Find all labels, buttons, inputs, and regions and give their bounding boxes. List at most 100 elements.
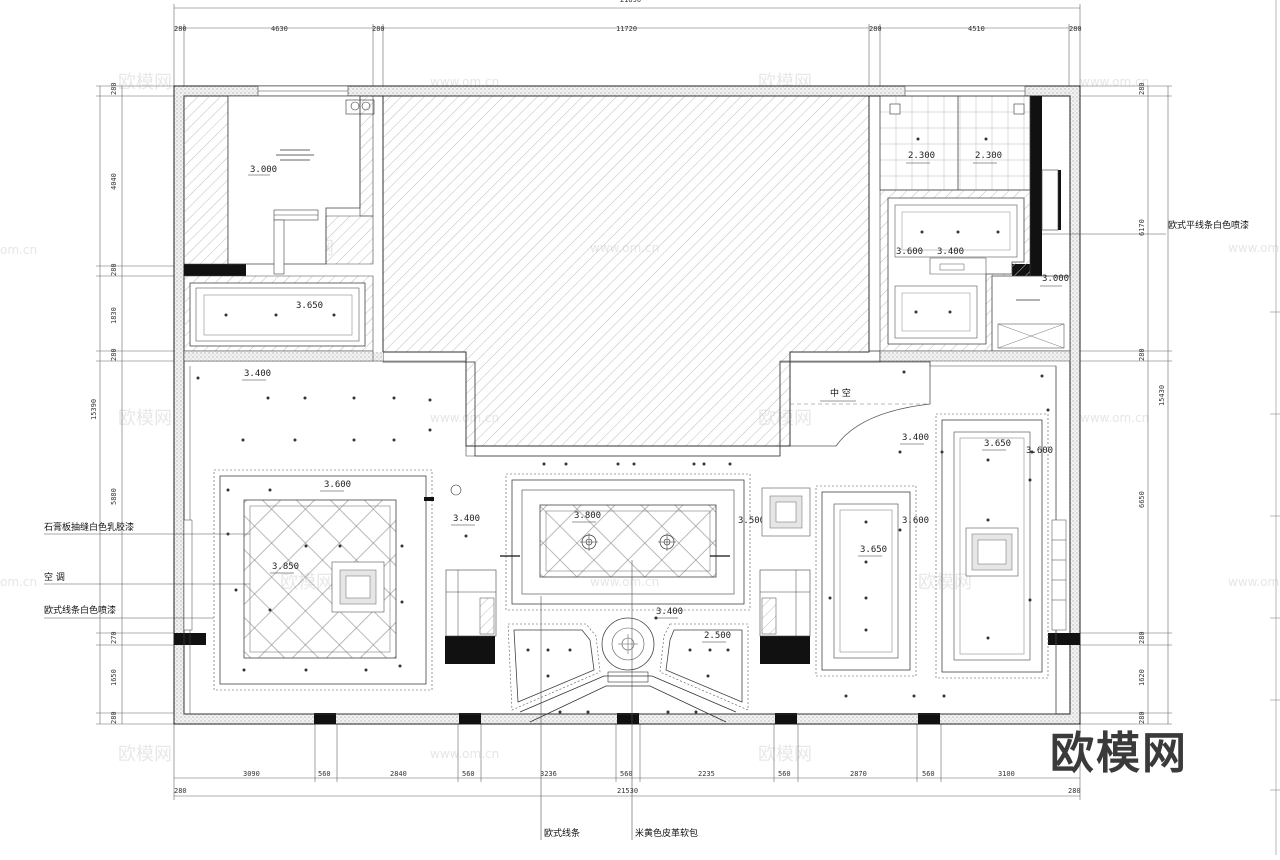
dim-bottom-11: 3100 bbox=[998, 770, 1015, 778]
dim-bottom-8: 560 bbox=[778, 770, 791, 778]
dim-bottom-7: 2235 bbox=[698, 770, 715, 778]
level-2500: 2.500 bbox=[704, 631, 731, 641]
dim-right-7: 280 bbox=[1138, 711, 1146, 724]
right-wall-strip bbox=[183, 519, 1067, 631]
watermark-url: om.cn bbox=[0, 575, 37, 589]
watermark-text: 欧模网 bbox=[918, 572, 972, 593]
dim-left-total: 15390 bbox=[90, 399, 98, 420]
annotation-molding-spray: 欧式线条白色喷漆 bbox=[44, 604, 116, 616]
central-void bbox=[373, 95, 881, 457]
watermark-text: 欧模网 bbox=[758, 744, 812, 765]
dim-right-5: 280 bbox=[1138, 631, 1146, 644]
watermark-text: 欧模网 bbox=[118, 408, 172, 429]
annotation-leaders bbox=[44, 233, 1166, 840]
dim-left-8: 1650 bbox=[110, 669, 118, 686]
dim-left-5: 280 bbox=[110, 348, 118, 361]
level-3650-b: 3.650 bbox=[860, 545, 887, 555]
dim-top-2: 4630 bbox=[271, 25, 288, 33]
void-opening: 中 空 bbox=[790, 361, 931, 447]
level-3400-d: 3.400 bbox=[902, 433, 929, 443]
dim-bottom-edge-right: 280 bbox=[1068, 787, 1081, 795]
level-3400-c: 3.400 bbox=[453, 514, 480, 524]
level-3400-a: 3.400 bbox=[937, 247, 964, 257]
dim-top-4: 11720 bbox=[616, 25, 637, 33]
dim-top-total: 21890 bbox=[620, 0, 641, 4]
watermark-url: om.cn bbox=[0, 243, 37, 257]
annotation-european-molding: 欧式线条 bbox=[544, 827, 580, 839]
watermark-url: www.om.cn bbox=[1080, 75, 1149, 89]
left-area-lights: 3.400 bbox=[196, 369, 1050, 532]
dim-right-3: 280 bbox=[1138, 348, 1146, 361]
dim-left-4: 1830 bbox=[110, 307, 118, 324]
dim-right-2: 6170 bbox=[1138, 219, 1146, 236]
dim-left-6: 5880 bbox=[110, 488, 118, 505]
bottom-dim-labels: 3090 560 2840 560 3236 560 2235 560 2870… bbox=[174, 770, 1081, 795]
annotation-gypsum: 石膏板抽缝白色乳胶漆 bbox=[44, 521, 134, 533]
watermark-url: www.om.cn bbox=[1080, 411, 1149, 425]
panel-right-mid: 3.650 3.600 bbox=[815, 485, 929, 698]
level-3600-a: 3.600 bbox=[896, 247, 923, 257]
shelf-right bbox=[759, 569, 811, 637]
level-3400-b: 3.400 bbox=[244, 369, 271, 379]
dim-bottom-9: 2870 bbox=[850, 770, 867, 778]
level-3800: 3.800 bbox=[574, 511, 601, 521]
level-3600-c: 3.600 bbox=[902, 516, 929, 526]
dim-bottom-4: 560 bbox=[462, 770, 475, 778]
dim-bottom-10: 560 bbox=[922, 770, 935, 778]
dim-right-total: 15430 bbox=[1158, 385, 1166, 406]
watermark-url: www.om.cn bbox=[590, 575, 659, 589]
level-3000-b: 3.000 bbox=[1042, 274, 1069, 284]
dim-left-7: 270 bbox=[110, 631, 118, 644]
top-dimension bbox=[173, 4, 1081, 90]
annotation-ac: 空 调 bbox=[44, 571, 65, 583]
columns bbox=[174, 96, 1080, 724]
dim-left-2: 4040 bbox=[110, 173, 118, 190]
watermark-url: www.om.cn bbox=[430, 747, 499, 761]
level-3600-b: 3.600 bbox=[324, 480, 351, 490]
dim-bottom-3: 2840 bbox=[390, 770, 407, 778]
dim-top-7: 280 bbox=[1069, 25, 1082, 33]
void-label: 中 空 bbox=[830, 387, 851, 399]
level-3850: 3.850 bbox=[272, 562, 299, 572]
dim-top-3: 280 bbox=[372, 25, 385, 33]
dim-right-6: 1620 bbox=[1138, 669, 1146, 686]
brand-logo: 欧模网 bbox=[1050, 728, 1188, 779]
level-3650-a: 3.650 bbox=[296, 301, 323, 311]
dim-bottom-1: 3090 bbox=[243, 770, 260, 778]
level-2300-a: 2.300 bbox=[908, 151, 935, 161]
level-3500: 3.500 bbox=[738, 516, 765, 526]
annotation-flat-molding: 欧式平线条白色喷漆 bbox=[1168, 219, 1249, 231]
panel-left-diamond: 3.600 3.850 bbox=[213, 469, 462, 691]
level-3600-d: 3.600 bbox=[1026, 446, 1053, 456]
dim-bottom-edge-left: 280 bbox=[174, 787, 187, 795]
left-dimension bbox=[96, 85, 180, 725]
dim-right-4: 6650 bbox=[1138, 491, 1146, 508]
dim-left-1: 280 bbox=[110, 82, 118, 95]
room-top-right: 2.300 2.300 3.600 3.400 3.000 bbox=[879, 95, 1071, 352]
dim-left-9: 280 bbox=[110, 711, 118, 724]
dim-left-3: 280 bbox=[110, 263, 118, 276]
dim-bottom-6: 560 bbox=[620, 770, 633, 778]
dim-top-5: 280 bbox=[869, 25, 882, 33]
watermark-url: www.om.cn bbox=[1228, 241, 1280, 255]
right-dim-labels: 280 6170 280 15430 6650 280 1620 280 bbox=[1138, 82, 1166, 724]
dim-right-1: 280 bbox=[1138, 82, 1146, 95]
dim-top-6: 4510 bbox=[968, 25, 985, 33]
level-3400-e: 3.400 bbox=[656, 607, 683, 617]
watermark-text: 欧模网 bbox=[118, 744, 172, 765]
dim-bottom-2: 560 bbox=[318, 770, 331, 778]
watermark-url: www.om.cn bbox=[1228, 575, 1280, 589]
room-top-left: 3.000 bbox=[183, 95, 375, 275]
room-left-mid: 3.650 bbox=[183, 275, 374, 352]
right-dimension bbox=[1074, 85, 1172, 725]
bottom-dimension bbox=[173, 724, 1081, 800]
table-icon bbox=[761, 487, 811, 537]
dim-bottom-5: 3236 bbox=[540, 770, 557, 778]
left-dim-labels: 280 4040 280 1830 280 15390 5880 270 165… bbox=[90, 82, 118, 724]
main-area bbox=[183, 350, 1071, 715]
panel-right-tall: 3.650 3.600 3.400 bbox=[900, 413, 1053, 698]
level-2300-b: 2.300 bbox=[975, 151, 1002, 161]
level-3000-a: 3.000 bbox=[250, 165, 277, 175]
